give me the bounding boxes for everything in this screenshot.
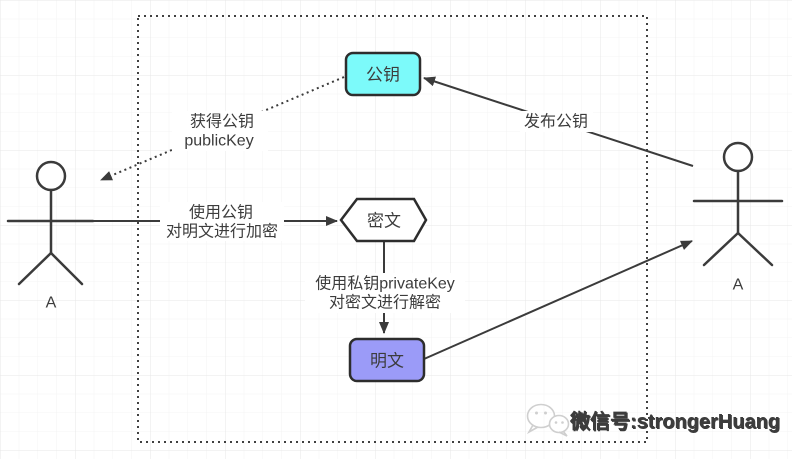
- edge-deliver-plaintext: [423, 240, 693, 360]
- public-key-label: 公钥: [366, 66, 400, 85]
- wechat-icon: [526, 403, 570, 437]
- dashed-container-border: [137, 15, 648, 443]
- encrypt-label-bg: [160, 202, 284, 241]
- actor-left-leg-r: [49, 251, 84, 286]
- decrypt-label-bg: [305, 273, 465, 313]
- actor-left-stick-figure: [6, 160, 95, 286]
- watermark-text: 微信号:strongerHuang: [569, 409, 780, 433]
- node-plaintext: [348, 337, 426, 383]
- plaintext-label: 明文: [370, 352, 404, 371]
- encrypt-label-line1: 使用公钥: [189, 204, 253, 222]
- actor-left-head: [35, 160, 67, 192]
- node-labels-layer: 公钥 密文 明文: [366, 66, 404, 371]
- watermark-text-shadow: 微信号:strongerHuang: [570, 410, 781, 434]
- wechat-icon-eyes: [535, 411, 564, 424]
- decrypt-label-line1: 使用私钥privateKey: [315, 275, 455, 293]
- obtain-label-line1: 获得公钥: [190, 113, 254, 131]
- obtain-label-line2: publicKey: [184, 133, 253, 150]
- encrypt-label-line2: 对明文进行加密: [166, 223, 278, 241]
- actor-right-head: [722, 141, 754, 173]
- actor-left-leg-l: [17, 251, 53, 286]
- actor-left-label: A: [46, 295, 57, 312]
- decrypt-label-line2: 对密文进行解密: [329, 294, 441, 312]
- watermark: 微信号:strongerHuang 微信号:strongerHuang: [526, 403, 781, 437]
- nodes-layer: [339, 51, 428, 383]
- node-ciphertext-hexagon: [339, 197, 428, 243]
- publish-label-bg: [520, 111, 593, 132]
- actor-right-leg-l: [702, 231, 740, 267]
- ciphertext-label: 密文: [367, 212, 401, 231]
- obtain-label-bg: [172, 111, 268, 151]
- actor-right-leg-r: [736, 231, 774, 267]
- actor-right-stick-figure: [692, 141, 784, 267]
- node-public-key: [344, 51, 422, 97]
- actor-right-label: A: [733, 277, 744, 294]
- edge-labels-layer: 发布公钥 获得公钥 publicKey 使用公钥 对明文进行加密 使用私钥pri…: [160, 111, 593, 313]
- publish-label: 发布公钥: [524, 113, 588, 131]
